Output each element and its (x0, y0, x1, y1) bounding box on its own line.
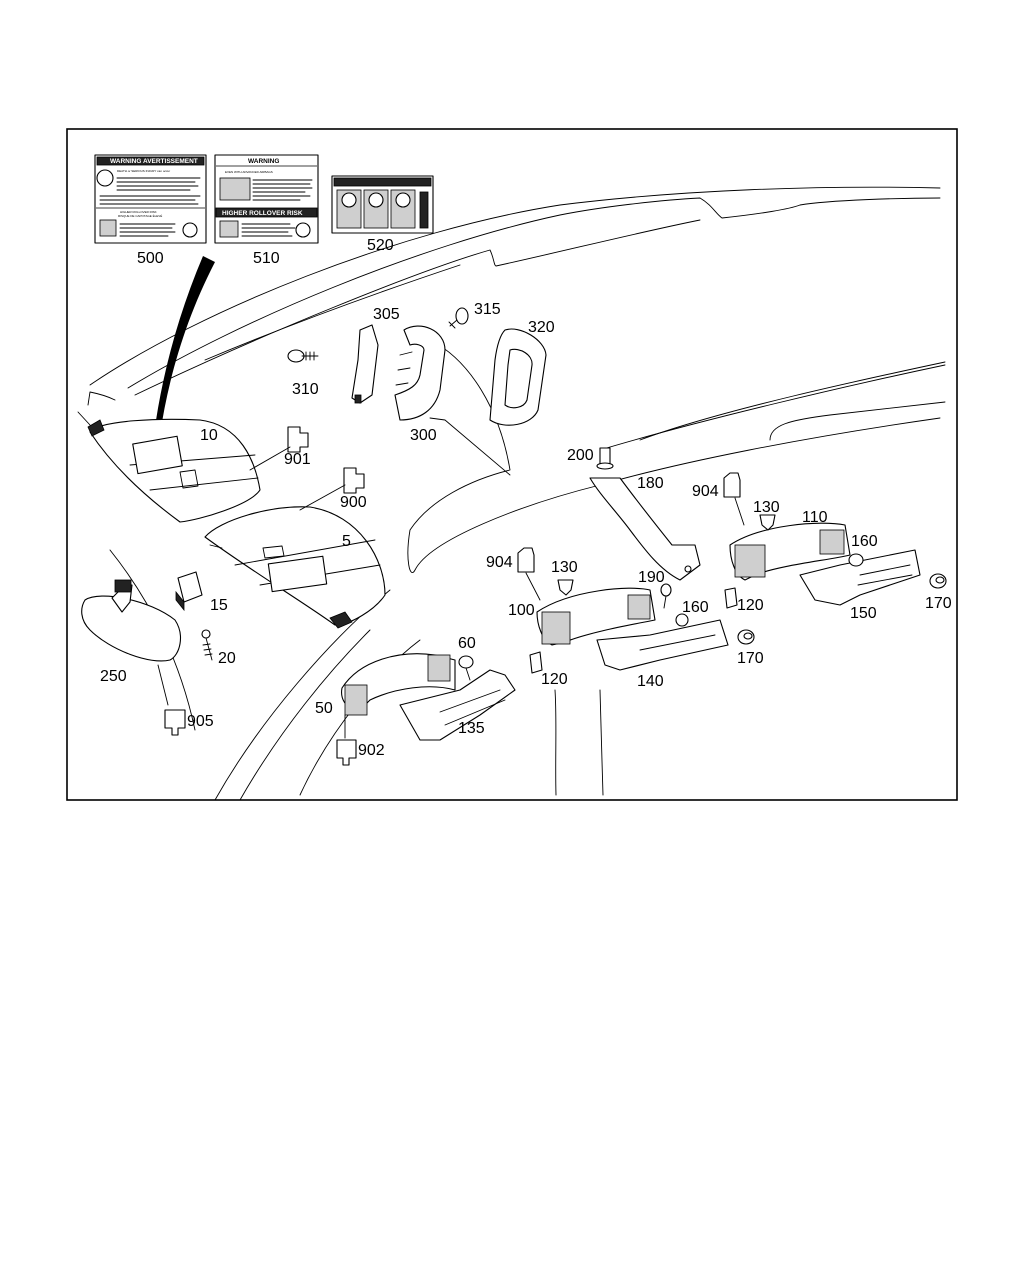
label-300: 300 (410, 427, 437, 444)
label-904-a: 904 (692, 483, 719, 500)
sticker-500-rollover-fr: RISQUE DE CAPOTAGE ÉLEVÉ (118, 213, 162, 218)
label-135: 135 (458, 720, 485, 737)
switch-15 (175, 571, 203, 612)
grab-handle-300 (394, 325, 446, 421)
label-904-b: 904 (486, 554, 513, 571)
sun-visor-10 (77, 411, 261, 523)
fastener-130-b (557, 579, 574, 596)
label-100: 100 (508, 602, 535, 619)
trim-180 (589, 477, 701, 581)
label-905: 905 (187, 713, 214, 730)
cover-320 (489, 328, 547, 426)
clip-904-b (517, 547, 535, 573)
sticker-510: WARNING EVEN WITH ADVANCED AIRBAGS HIGHE… (214, 154, 319, 244)
fastener-120-b (529, 651, 543, 674)
label-901: 901 (284, 451, 311, 468)
fastener-160-b (675, 613, 689, 627)
sticker-520 (331, 175, 434, 234)
label-20: 20 (218, 650, 236, 667)
label-50: 50 (315, 700, 333, 717)
clip-900 (343, 467, 365, 494)
cap-200 (596, 447, 614, 470)
sun-visor-5 (204, 506, 386, 629)
label-315: 315 (474, 301, 501, 318)
label-60: 60 (458, 635, 476, 652)
label-250: 250 (100, 668, 127, 685)
screw-315 (448, 307, 469, 329)
label-520: 520 (367, 237, 394, 254)
clip-904-a (723, 472, 741, 498)
screw-20 (201, 629, 213, 661)
plug-170-a (929, 573, 947, 589)
label-15: 15 (210, 597, 228, 614)
label-180: 180 (637, 475, 664, 492)
pointer-arrow (150, 256, 215, 447)
handle-100 (536, 587, 656, 646)
label-140: 140 (637, 673, 664, 690)
label-500: 500 (137, 250, 164, 267)
label-902: 902 (358, 742, 385, 759)
bracket-140 (596, 619, 729, 671)
label-160-b: 160 (682, 599, 709, 616)
vehicle-roof-outline (87, 186, 946, 801)
label-510: 510 (253, 250, 280, 267)
fastener-120-a (724, 587, 738, 609)
label-5: 5 (342, 533, 351, 550)
handle-110 (729, 522, 851, 581)
label-310: 310 (292, 381, 319, 398)
label-160-a: 160 (851, 533, 878, 550)
label-170-b: 170 (737, 650, 764, 667)
label-200: 200 (567, 447, 594, 464)
mirror-250 (81, 579, 181, 662)
label-10: 10 (200, 427, 218, 444)
label-900: 900 (340, 494, 367, 511)
bracket-305 (351, 324, 379, 404)
label-190: 190 (638, 569, 665, 586)
label-110: 110 (802, 509, 828, 526)
sticker-500-title: WARNING AVERTISSEMENT (110, 158, 198, 165)
label-120-b: 120 (541, 671, 568, 688)
sticker-510-rollover: HIGHER ROLLOVER RISK (222, 210, 303, 217)
plug-170-b (737, 629, 755, 645)
sticker-500: WARNING AVERTISSEMENT DEATH or SERIOUS I… (94, 154, 207, 244)
label-130-b: 130 (551, 559, 578, 576)
sticker-510-title: WARNING (248, 158, 279, 165)
sticker-500-rollover: HIGHER ROLLOVER RISK (120, 210, 157, 214)
part-number-labels: 500 510 520 305 315 320 310 300 10 901 9… (100, 237, 952, 759)
fastener-130-a (759, 514, 776, 531)
sticker-510-subtitle: EVEN WITH ADVANCED AIRBAGS (225, 170, 273, 174)
handle-50 (341, 653, 456, 716)
label-305: 305 (373, 306, 400, 323)
clip-902 (336, 739, 357, 766)
label-170-a: 170 (925, 595, 952, 612)
leader-lines (157, 417, 745, 739)
screw-60 (458, 655, 474, 681)
label-120-a: 120 (737, 597, 764, 614)
fastener-160-a (848, 553, 864, 567)
bracket-135 (399, 669, 516, 741)
clip-905 (164, 709, 186, 736)
clip-901 (287, 426, 309, 453)
screw-190 (660, 583, 672, 609)
label-150: 150 (850, 605, 877, 622)
sticker-500-subtitle: DEATH or SERIOUS INJURY can occur (117, 169, 170, 173)
label-130-a: 130 (753, 499, 780, 516)
screw-310 (287, 349, 319, 363)
label-320: 320 (528, 319, 555, 336)
